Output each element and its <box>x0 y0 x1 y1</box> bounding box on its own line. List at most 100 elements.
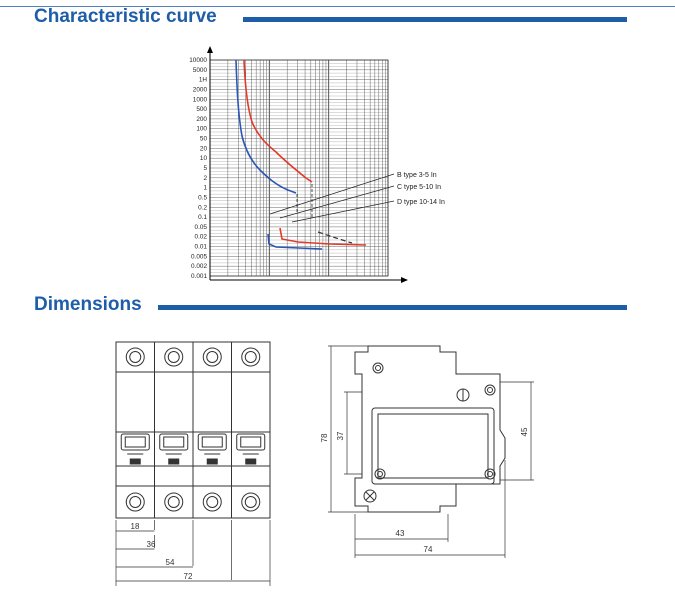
terminal-bottom <box>125 492 145 512</box>
y-tick-label: 2000 <box>193 86 208 93</box>
toggle-handle <box>236 433 266 451</box>
dim-37: 37 <box>336 431 345 440</box>
y-tick-label: 0.002 <box>191 263 207 270</box>
screw <box>372 362 384 374</box>
poles <box>120 347 266 512</box>
toggle-handle-inner <box>124 436 146 448</box>
terminal-top-inner <box>167 351 180 363</box>
chart-grid <box>209 59 389 277</box>
curve-c <box>243 59 313 183</box>
characteristic-curve-title: Characteristic curve <box>34 6 217 27</box>
side-body <box>354 345 506 513</box>
terminal-top-inner <box>206 351 219 363</box>
y-tick-label: 0.5 <box>198 194 207 201</box>
terminal-top <box>202 347 222 367</box>
legend-b-label: B type 3-5 In <box>397 172 437 179</box>
y-tick-label: 0.01 <box>195 244 208 251</box>
terminal-bottom <box>241 492 261 512</box>
screw <box>487 471 493 477</box>
dim-18: 18 <box>131 522 140 531</box>
heading-bar <box>243 17 627 22</box>
side-dimensions <box>328 345 534 558</box>
dim-72: 72 <box>184 572 193 581</box>
screw <box>484 468 496 480</box>
dimensions-drawing: 18 36 54 72 <box>115 341 534 586</box>
dim-54: 54 <box>166 558 175 567</box>
terminal-bottom-inner <box>167 496 180 508</box>
indicator-window <box>129 458 141 465</box>
dim-43: 43 <box>396 529 405 538</box>
dimensions-title: Dimensions <box>34 294 142 315</box>
side-window <box>371 407 495 485</box>
legend-leader-d <box>291 200 395 223</box>
front-view <box>115 341 271 519</box>
y-tick-label: 2 <box>203 175 207 182</box>
curve-b-low <box>267 233 323 250</box>
toggle-handle <box>120 433 150 451</box>
dim-74: 74 <box>424 545 433 554</box>
screw <box>377 471 383 477</box>
y-tick-label: 20 <box>200 145 208 152</box>
handle-band <box>115 431 271 467</box>
indicator-window <box>206 458 218 465</box>
front-dimensions <box>115 520 271 586</box>
terminal-top <box>164 347 184 367</box>
y-tick-label: 0.005 <box>191 253 207 260</box>
legend-c-label: C type 5-10 In <box>397 184 441 191</box>
toggle-handle <box>159 433 189 451</box>
x-axis-arrow <box>401 277 408 283</box>
y-tick-label: 0.001 <box>191 273 207 280</box>
screw <box>374 468 386 480</box>
toggle-handle-inner <box>201 436 223 448</box>
toggle-handle-inner <box>240 436 262 448</box>
indicator-window <box>245 458 257 465</box>
side-window-inner <box>377 413 489 479</box>
dim-78: 78 <box>320 433 329 442</box>
terminal-bottom-inner <box>129 496 142 508</box>
toggle-handle <box>197 433 227 451</box>
y-tick-label: 100 <box>196 126 207 133</box>
curve-b <box>235 59 297 194</box>
terminal-top-inner <box>244 351 257 363</box>
y-tick-label: 0.05 <box>195 224 208 231</box>
y-tick-label: 0.1 <box>198 214 207 221</box>
y-tick-label: 5000 <box>193 67 208 74</box>
heading-bar <box>158 305 627 310</box>
y-tick-label: 1H <box>199 77 208 84</box>
screw-slot <box>365 491 375 501</box>
y-tick-label: 0.02 <box>195 234 208 241</box>
legend-leader-b <box>269 173 395 215</box>
y-tick-label: 1 <box>203 185 207 192</box>
y-tick-label: 500 <box>196 106 207 113</box>
side-view <box>354 345 506 513</box>
terminal-bottom <box>164 492 184 512</box>
dim-45: 45 <box>520 427 529 436</box>
screw <box>375 365 381 371</box>
curve-c-low <box>279 227 367 246</box>
terminal-bottom-inner <box>206 496 219 508</box>
legend-leader-c <box>279 185 395 219</box>
y-axis-arrow <box>207 46 213 53</box>
terminal-top <box>125 347 145 367</box>
indicator-window <box>168 458 180 465</box>
y-tick-label: 10 <box>200 155 208 162</box>
y-tick-label: 1000 <box>193 96 208 103</box>
y-tick-label: 10000 <box>189 57 207 64</box>
terminal-bottom <box>202 492 222 512</box>
terminal-bottom-inner <box>244 496 257 508</box>
y-tick-label: 5 <box>203 165 207 172</box>
y-tick-label: 0.2 <box>198 204 207 211</box>
legend-d-label: D type 10-14 In <box>397 199 445 206</box>
dim-36: 36 <box>147 540 156 549</box>
header-rule <box>0 6 675 7</box>
toggle-handle-inner <box>163 436 185 448</box>
screw <box>484 384 496 396</box>
characteristic-curve-header: Characteristic curve <box>0 6 675 34</box>
curve-d <box>317 231 353 244</box>
y-tick-label: 200 <box>196 116 207 123</box>
screw <box>487 387 493 393</box>
y-tick-labels: 10000 5000 1H 2000 1000 500 200 100 50 20 10 5 2 1 0.5… <box>189 57 207 280</box>
y-tick-label: 50 <box>200 136 208 143</box>
terminal-screw <box>363 489 377 503</box>
terminal-top-inner <box>129 351 142 363</box>
